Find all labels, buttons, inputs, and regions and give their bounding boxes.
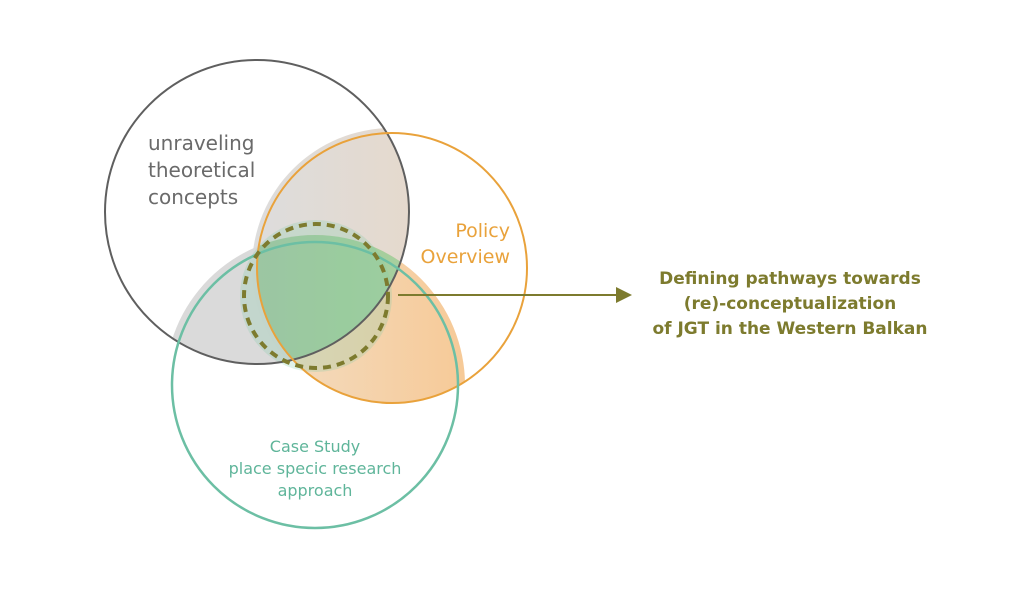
outcome-arrow — [398, 287, 632, 303]
arrow-head-icon — [616, 287, 632, 303]
circle-theory — [104, 59, 410, 365]
label-outcome: Defining pathways towards (re)-conceptua… — [652, 269, 928, 339]
circle-policy — [256, 132, 528, 404]
label-policy: Policy Overview — [420, 220, 510, 268]
label-theory: unraveling theoretical concepts — [148, 131, 256, 209]
center-teal-wash — [240, 220, 392, 372]
focus-dashed-circle — [242, 222, 390, 370]
label-case-study: Case Study place specic research approac… — [228, 437, 402, 500]
circle-case — [170, 240, 460, 530]
